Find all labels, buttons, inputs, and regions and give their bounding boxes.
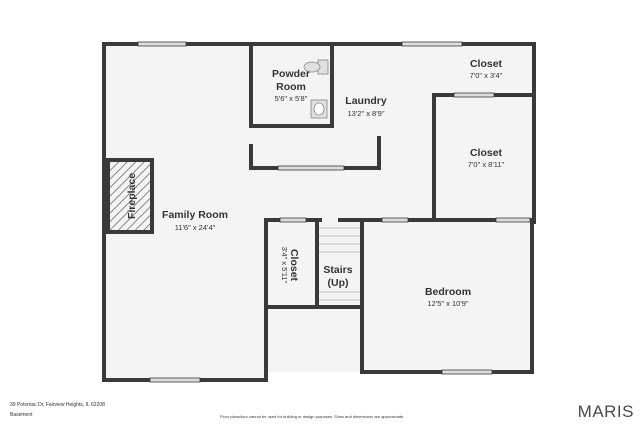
closet-top-dims: 7'0" x 3'4" bbox=[470, 71, 503, 80]
closet-small-dims: 3'4" x 5'11" bbox=[280, 247, 289, 284]
window-laundry-top bbox=[401, 41, 463, 47]
closet-mid-dims: 7'0" x 8'11" bbox=[468, 160, 505, 169]
floor-level: Basement bbox=[10, 412, 33, 418]
closet-mid-walls bbox=[432, 93, 536, 222]
sink-icon bbox=[310, 99, 328, 119]
powder-room-walls bbox=[249, 42, 334, 128]
window-family-top bbox=[137, 41, 187, 47]
closet-top-label: Closet bbox=[470, 58, 503, 70]
laundry-dims: 13'2" x 8'9" bbox=[348, 109, 385, 118]
fireplace-label: Fireplace bbox=[126, 173, 138, 219]
powder-room-dims: 5'6" x 5'8" bbox=[275, 94, 308, 103]
fireplace bbox=[106, 158, 154, 234]
outer-wall-top bbox=[102, 42, 536, 97]
window-closet-mid bbox=[453, 92, 495, 98]
powder-room-label-2: Room bbox=[276, 81, 306, 93]
disclaimer-text: Floor plans/tour cannot be used for buil… bbox=[220, 414, 405, 419]
window-family-bottom bbox=[149, 377, 201, 383]
toilet-icon bbox=[303, 59, 329, 75]
stairs-treads bbox=[319, 227, 360, 301]
bedroom-dims: 12'5" x 10'9" bbox=[427, 299, 468, 308]
stairs-label: Stairs bbox=[323, 264, 352, 276]
walls bbox=[102, 42, 536, 382]
family-room-dims: 11'6" x 24'4" bbox=[175, 223, 216, 232]
brand-logo: MARIS bbox=[577, 402, 634, 421]
stairs-sub-label: (Up) bbox=[328, 277, 349, 289]
family-room-label: Family Room bbox=[162, 209, 228, 221]
property-address: 39 Potomac Dr, Fairview Heights, IL 6220… bbox=[10, 402, 105, 408]
powder-room-label-1: Powder bbox=[272, 68, 310, 80]
window-laundry-lower bbox=[277, 165, 345, 171]
bedroom-label: Bedroom bbox=[425, 286, 471, 298]
laundry-label: Laundry bbox=[345, 95, 387, 107]
window-small-closet bbox=[279, 217, 307, 223]
window-bedroom-bottom bbox=[441, 369, 493, 375]
closet-small-label: Closet bbox=[288, 249, 300, 282]
windows bbox=[137, 41, 531, 383]
window-bedroom-top bbox=[381, 217, 409, 223]
closet-mid-label: Closet bbox=[470, 147, 503, 159]
window-bedroom-top-right bbox=[495, 217, 531, 223]
floor-areas bbox=[104, 44, 534, 380]
